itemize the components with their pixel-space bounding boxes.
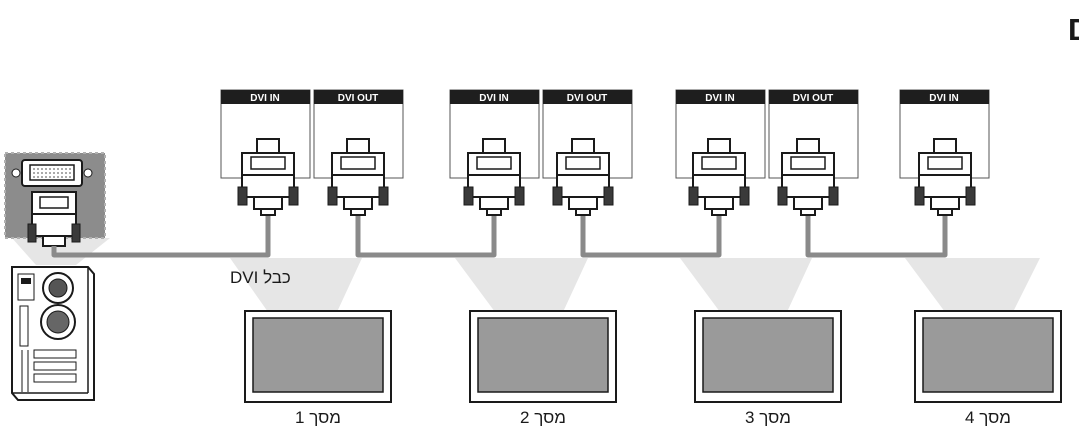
computer-tower-icon — [11, 266, 95, 401]
port-label-in-1: DVI IN — [250, 93, 279, 104]
page-title: כבל DVI — [1068, 12, 1079, 47]
port-in-monitor-3: DVI IN — [675, 89, 766, 216]
port-label-out-2: DVI OUT — [567, 93, 608, 104]
port-out-monitor-2: DVI OUT — [542, 89, 633, 216]
projection-cones — [12, 238, 1040, 312]
port-in-monitor-4: DVI IN — [899, 89, 990, 216]
port-label-in-4: DVI IN — [929, 93, 958, 104]
pc-port-highlight — [4, 152, 106, 247]
monitor-caption-2: מסך 2 — [520, 408, 566, 427]
port-label-out-1: DVI OUT — [338, 93, 379, 104]
port-label-in-2: DVI IN — [479, 93, 508, 104]
cable-label: כבל DVI — [230, 268, 291, 287]
monitor-3 — [694, 310, 842, 403]
monitor-1 — [244, 310, 392, 403]
monitor-caption-3: מסך 3 — [745, 408, 791, 427]
monitor-4 — [914, 310, 1062, 403]
dvi-cables — [51, 215, 948, 258]
monitors — [244, 310, 1062, 403]
monitor-2 — [469, 310, 617, 403]
port-label-out-3: DVI OUT — [793, 93, 834, 104]
port-boxes: DVI IN DVI OUT DVI IN DVI OUT DVI IN — [220, 89, 990, 216]
monitor-caption-4: מסך 4 — [965, 408, 1011, 427]
port-label-in-3: DVI IN — [705, 93, 734, 104]
port-out-monitor-3: DVI OUT — [768, 89, 859, 216]
port-out-monitor-1: DVI OUT — [313, 89, 404, 216]
port-in-monitor-2: DVI IN — [449, 89, 540, 216]
port-in-monitor-1: DVI IN — [220, 89, 311, 216]
monitor-caption-1: מסך 1 — [295, 408, 341, 427]
